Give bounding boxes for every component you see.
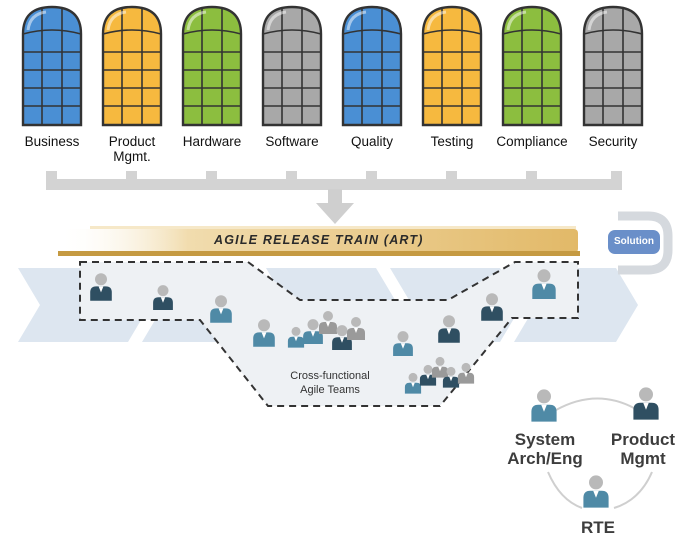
person-icon: [583, 475, 609, 508]
agile-release-train: [58, 226, 580, 256]
person-icon: [531, 389, 557, 422]
silo-icon: [261, 5, 323, 127]
person-icon: [303, 319, 323, 345]
silo-label: Software: [265, 134, 319, 149]
silo-icon: [421, 5, 483, 127]
person-icon: [442, 366, 460, 388]
silo-icon: [341, 5, 403, 127]
person-icon: [393, 331, 413, 357]
train-label: AGILE RELEASE TRAIN (ART): [214, 233, 424, 247]
person-icon: [532, 269, 556, 300]
silo-icon: [501, 5, 563, 127]
silo-label: Quality: [350, 134, 394, 149]
person-icon: [438, 315, 460, 343]
silo-label: Business: [24, 134, 80, 149]
silo-icon: [101, 5, 163, 127]
silo-icon: [21, 5, 83, 127]
silo-label: Security: [588, 134, 638, 149]
silo-connector: [46, 171, 622, 190]
person-icon: [287, 326, 305, 348]
product-mgmt-line1: Product: [610, 430, 676, 449]
person-icon: [253, 319, 275, 347]
roles-connector: [547, 397, 653, 509]
silo-label: Testing: [430, 134, 474, 149]
silo-icon: [582, 5, 644, 127]
silo-label: Product Mgmt.: [108, 134, 156, 164]
person-icon: [332, 325, 352, 351]
system-arch-line2: Arch/Eng: [507, 449, 583, 468]
solution-track: [618, 211, 673, 275]
person-icon: [481, 293, 503, 321]
teams-label: Cross-functional Agile Teams: [270, 369, 390, 397]
person-icon: [633, 387, 659, 420]
down-arrow-icon: [316, 189, 354, 224]
person-icon: [457, 362, 475, 384]
person-icon: [90, 273, 112, 301]
person-icon: [153, 285, 173, 311]
silo-label: Hardware: [182, 134, 242, 149]
person-icon: [347, 317, 365, 340]
teams-label-line2: Agile Teams: [300, 384, 360, 396]
product-mgmt-label: Product Mgmt: [600, 430, 686, 468]
silo-label: Compliance: [496, 134, 568, 149]
solution-badge[interactable]: Solution: [608, 230, 660, 254]
product-mgmt-line2: Mgmt: [620, 449, 666, 468]
person-icon: [319, 311, 337, 334]
silo-icon: [181, 5, 243, 127]
rte-label: RTE: [581, 518, 615, 537]
person-icon: [210, 295, 232, 323]
person-icon: [404, 372, 422, 394]
system-arch-line1: System: [514, 430, 576, 449]
system-arch-label: System Arch/Eng: [500, 430, 590, 468]
teams-label-line1: Cross-functional: [290, 370, 370, 382]
person-icon: [431, 356, 449, 378]
